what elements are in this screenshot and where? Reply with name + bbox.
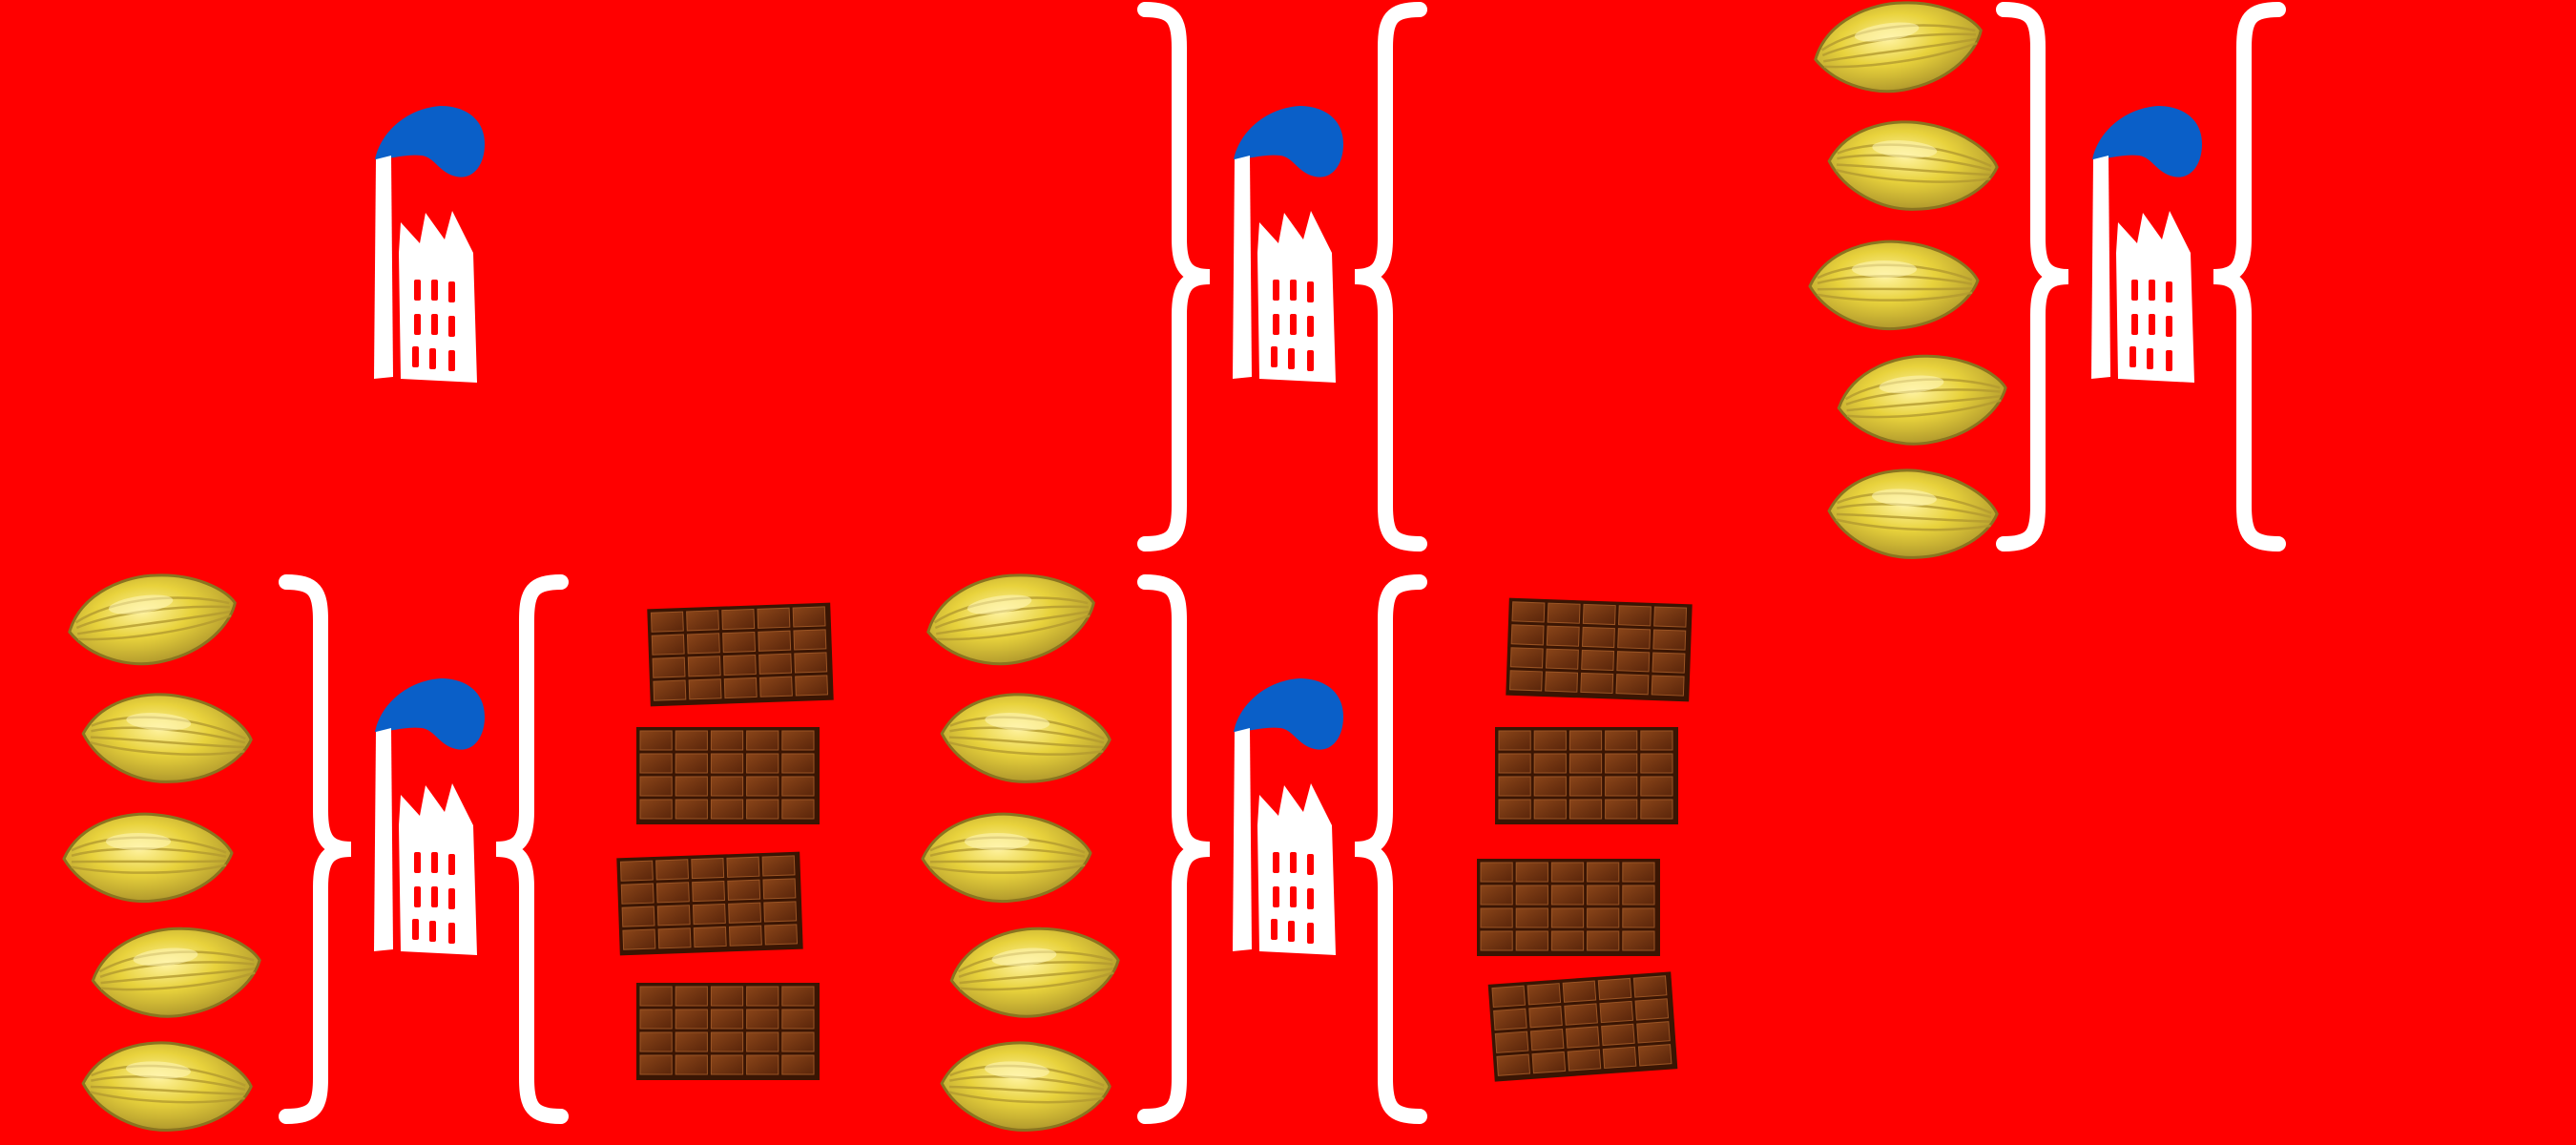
factory-window [448,281,455,302]
factory-icon [1233,678,1343,955]
factory-window [1290,852,1297,873]
factory-window [2166,316,2172,337]
factory-window [1290,314,1297,335]
factory-window [431,280,438,301]
factory-window [2166,350,2172,371]
factory-icon [374,678,485,955]
chocolate-bar-icon [636,983,820,1080]
factory-window [429,921,436,942]
factory-window [1307,350,1314,371]
factory-window [414,852,421,873]
factory-chimney [1233,728,1252,951]
factory-icon [1233,106,1343,383]
factory-chimney [374,728,393,951]
chocolate-bar-icon [1495,727,1678,824]
factory-window [1273,280,1279,301]
factory-chimney [1233,156,1252,379]
factory-window [1271,346,1278,367]
factory-window [1307,854,1314,875]
factory-window [429,348,436,369]
factory-window [1307,923,1314,944]
factory-window [448,316,455,337]
factory-window [1288,348,1295,369]
factory-window [1273,314,1279,335]
factory-window [412,919,419,940]
factory-icon [374,106,485,383]
factory-window [2129,346,2136,367]
factory-window [414,280,421,301]
chocolate-bar-icon [1506,598,1692,702]
chocolate-bar-icon [1488,971,1678,1081]
factory-window [431,852,438,873]
factory-window [448,888,455,909]
factory-window [2131,314,2138,335]
factory-window [414,886,421,907]
factory-window [2147,348,2153,369]
factory-window [1290,886,1297,907]
factory-window [1307,281,1314,302]
chocolate-bar-icon [616,852,802,956]
factory-window [2149,314,2155,335]
chocolate-bar-icon [636,727,820,824]
chocolate-bar-icon [647,603,833,707]
factory-window [1288,921,1295,942]
factory-window [1273,886,1279,907]
factory-window [1307,888,1314,909]
factory-window [448,854,455,875]
factory-window [448,923,455,944]
factory-window [1273,852,1279,873]
factory-window [2131,280,2138,301]
factory-window [2166,281,2172,302]
chocolate-bar-icon [1477,859,1660,956]
factory-window [448,350,455,371]
factory-chimney [374,156,393,379]
factory-window [1271,919,1278,940]
factory-window [412,346,419,367]
factory-window [431,314,438,335]
factory-window [1307,316,1314,337]
factory-window [414,314,421,335]
factory-chimney [2091,156,2110,379]
factory-window [431,886,438,907]
stage-empty-factory [374,106,485,383]
factory-icon [2091,106,2202,383]
factory-window [2149,280,2155,301]
factory-window [1290,280,1297,301]
